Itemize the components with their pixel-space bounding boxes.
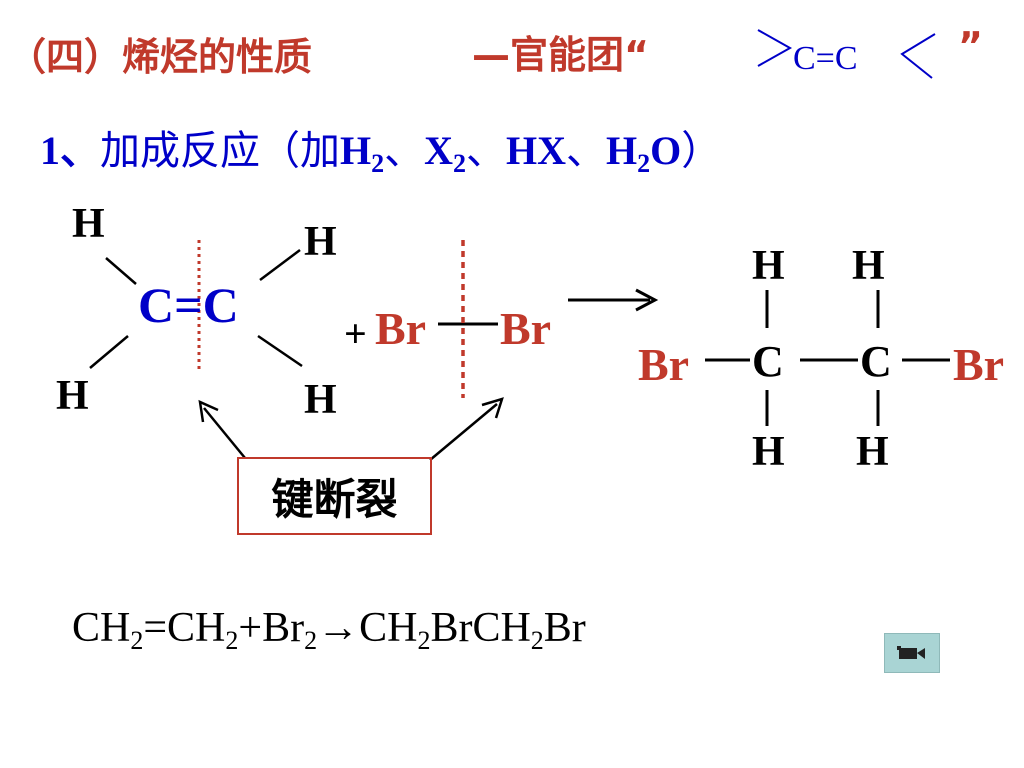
bond-h-c-bottom-right: [257, 334, 303, 368]
eq-subscript: 2: [304, 626, 318, 655]
separator: 、: [566, 128, 607, 174]
eq-subscript: 2: [225, 626, 239, 655]
slide-title: （四）烯烃的性质: [8, 35, 313, 79]
functional-group-prefix: —官能团: [472, 33, 625, 77]
addition-reaction-text: 加成反应（加: [100, 128, 340, 174]
eq-subscript: 2: [417, 626, 431, 655]
reaction-arrow-head: [635, 288, 659, 312]
pointer-head-right: [481, 397, 504, 419]
ethylene-h-bottom-right: H: [304, 377, 337, 423]
ethylene-core: C=C: [138, 277, 239, 333]
bromine-left-atom: Br: [375, 303, 427, 354]
product-c-left: C: [752, 337, 784, 386]
eq-part: =CH: [143, 605, 226, 651]
reagent-h2o-o: O: [650, 128, 682, 173]
bond-h-c-bottom-left: [89, 335, 129, 369]
bond-h-c-top-right: [259, 249, 301, 281]
eq-part: +Br: [238, 605, 305, 651]
eq-part: BrCH: [430, 605, 531, 651]
subscript: 2: [637, 149, 651, 178]
ethylene-h-bottom-left: H: [56, 373, 89, 419]
close-paren: ）: [681, 128, 722, 174]
bond-break-label: 键断裂: [271, 474, 398, 524]
media-play-button[interactable]: [884, 633, 940, 673]
pointer-line-right: [429, 403, 498, 461]
functional-group-formula: C=C: [793, 40, 858, 77]
bond-h-c-top-left: [105, 257, 137, 285]
pointer-line-left: [203, 407, 246, 459]
fg-bond-left: [757, 29, 793, 67]
eq-part: →CH: [317, 605, 418, 651]
pointer-head-left: [198, 399, 219, 423]
eq-part: Br: [543, 605, 586, 651]
product-h-top-right: H: [852, 243, 885, 289]
subscript: 2: [453, 149, 467, 178]
eq-subscript: 2: [530, 626, 544, 655]
fg-bond-right: [900, 33, 936, 79]
product-h-bottom-left: H: [752, 429, 785, 475]
quote-open: “: [624, 33, 649, 77]
video-camera-icon: [897, 646, 925, 659]
bromine-right-atom: Br: [500, 303, 552, 354]
product-br-right: Br: [953, 339, 1005, 390]
reagent-h2o: H: [606, 128, 638, 173]
product-h-top-left: H: [752, 243, 785, 289]
reagent-h2: H: [340, 128, 372, 173]
plus-sign: +: [344, 311, 367, 356]
reagent-x2: X: [424, 128, 454, 173]
bond-break-label-box: 键断裂: [237, 457, 432, 535]
quote-close: ”: [958, 24, 983, 68]
product-br-left: Br: [638, 339, 690, 390]
reaction-equation: CH2=CH2+Br2→CH2BrCH2Br: [72, 604, 586, 656]
ethylene-h-top-right: H: [304, 219, 337, 265]
eq-subscript: 2: [130, 626, 144, 655]
item-number: 1、: [40, 128, 100, 173]
functional-group-label: —官能团“: [472, 24, 649, 79]
reagent-hx: HX: [506, 128, 567, 173]
product-h-bottom-right: H: [856, 429, 889, 475]
eq-part: CH: [72, 605, 131, 651]
subscript: 2: [371, 149, 385, 178]
separator: 、: [466, 128, 507, 174]
addition-reaction-line: 1、加成反应（加H2、X2、HX、H2O）: [40, 118, 721, 179]
separator: 、: [384, 128, 425, 174]
ethylene-h-top-left: H: [72, 201, 105, 247]
product-c-right: C: [860, 337, 892, 386]
